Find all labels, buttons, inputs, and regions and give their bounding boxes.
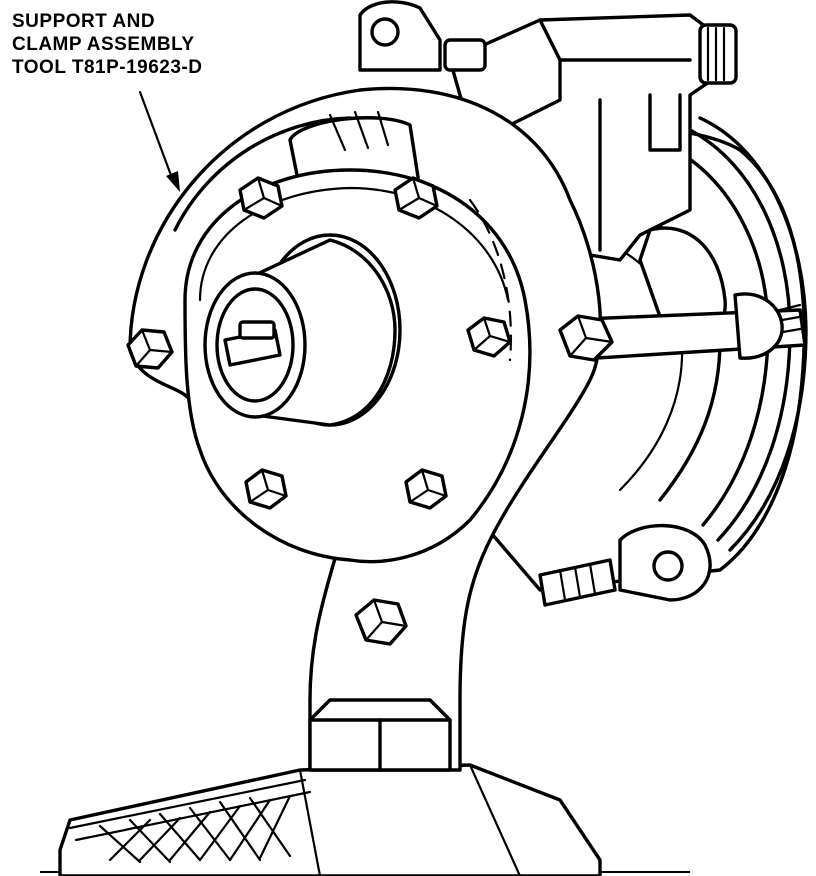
callout-line-1: SUPPORT AND — [12, 11, 156, 32]
leader-arrow — [138, 90, 180, 192]
hex-bolt-top-left — [238, 176, 284, 220]
lower-bolt — [538, 558, 617, 607]
hex-bolt-right — [558, 314, 614, 362]
hex-bolt-tool-clamp — [354, 598, 408, 646]
hex-bolt-mid-right — [466, 316, 512, 358]
vise-grip-hatch — [98, 794, 292, 864]
callout-line-3: TOOL T81P-19623-D — [12, 57, 203, 78]
hex-bolt-bottom-left — [244, 468, 288, 510]
callout-line-2: CLAMP ASSEMBLY — [12, 34, 195, 55]
hex-bolt-bottom-right — [404, 468, 448, 510]
hex-bolt-left — [126, 328, 174, 370]
vise-base — [58, 763, 602, 876]
side-mounting-ear — [618, 523, 712, 602]
manifold-block — [448, 13, 738, 348]
top-mounting-ear — [358, 0, 487, 72]
shaft-hub — [203, 233, 402, 427]
hex-bolt-top-right — [393, 176, 439, 220]
callout-label: SUPPORT AND CLAMP ASSEMBLY TOOL T81P-196… — [12, 10, 202, 79]
tool-shank — [308, 698, 452, 772]
